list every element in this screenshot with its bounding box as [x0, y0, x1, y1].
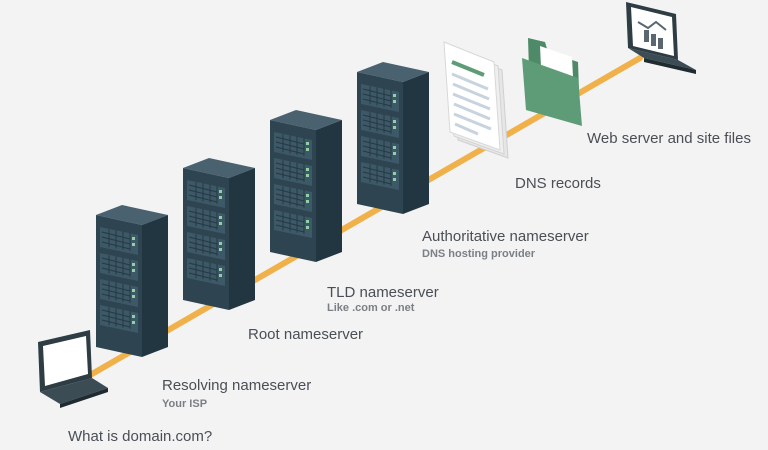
- site-files-folder-icon: [522, 38, 582, 126]
- records-label: DNS records: [515, 175, 601, 192]
- tld-label: TLD nameserver: [327, 284, 439, 301]
- web-server-laptop-icon: [626, 2, 696, 74]
- authoritative-sublabel: DNS hosting provider: [422, 248, 536, 260]
- authoritative-nameserver-icon: [357, 62, 429, 214]
- resolver-label: Resolving nameserver: [162, 377, 312, 394]
- tld-sublabel: Like .com or .net: [327, 302, 415, 314]
- dns-records-icon: [443, 41, 509, 159]
- client-laptop-icon: [38, 330, 108, 408]
- resolving-nameserver-icon: [96, 205, 168, 357]
- resolver-sublabel: Your ISP: [162, 398, 208, 410]
- client-label: What is domain.com?: [68, 428, 213, 445]
- root-nameserver-icon: [183, 158, 255, 310]
- tld-nameserver-icon: [270, 110, 342, 262]
- authoritative-label: Authoritative nameserver: [422, 228, 589, 245]
- root-label: Root nameserver: [248, 326, 364, 343]
- webserver-label: Web server and site files: [587, 130, 751, 147]
